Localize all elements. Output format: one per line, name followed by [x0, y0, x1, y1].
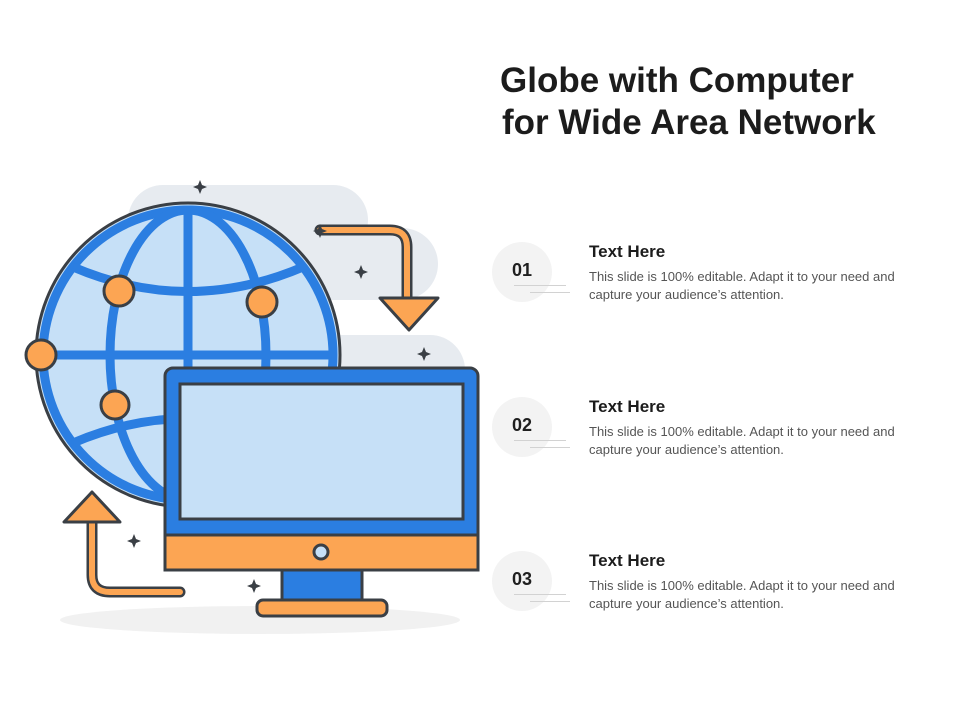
- divider: [514, 285, 566, 286]
- divider: [514, 440, 566, 441]
- item-number: 01: [511, 260, 533, 280]
- item-description: This slide is 100% editable. Adapt it to…: [589, 424, 895, 457]
- divider: [514, 594, 566, 595]
- item-heading: Text Here: [589, 397, 666, 416]
- divider: [530, 601, 570, 602]
- item-description: This slide is 100% editable. Adapt it to…: [589, 269, 895, 302]
- list-item: 02 Text Here This slide is 100% editable…: [492, 397, 942, 477]
- divider: [530, 447, 570, 448]
- item-description: This slide is 100% editable. Adapt it to…: [589, 578, 895, 611]
- arrow-up-icon: [62, 490, 186, 598]
- item-heading: Text Here: [589, 551, 666, 570]
- divider: [530, 292, 570, 293]
- title-line-2: for Wide Area Network: [502, 103, 876, 142]
- page-title: Globe with Computer for Wide Area Networ…: [500, 60, 940, 144]
- item-number: 02: [511, 415, 533, 435]
- globe-computer-illustration: [24, 180, 480, 634]
- sparkle-icon: [127, 180, 431, 593]
- item-heading: Text Here: [589, 242, 666, 261]
- arrow-down-icon: [314, 224, 440, 332]
- title-line-1: Globe with Computer: [500, 61, 854, 100]
- list-item: 03 Text Here This slide is 100% editable…: [492, 551, 942, 631]
- list-item: 01 Text Here This slide is 100% editable…: [492, 242, 942, 322]
- item-number: 03: [511, 569, 533, 589]
- computer-monitor-icon: [163, 366, 480, 618]
